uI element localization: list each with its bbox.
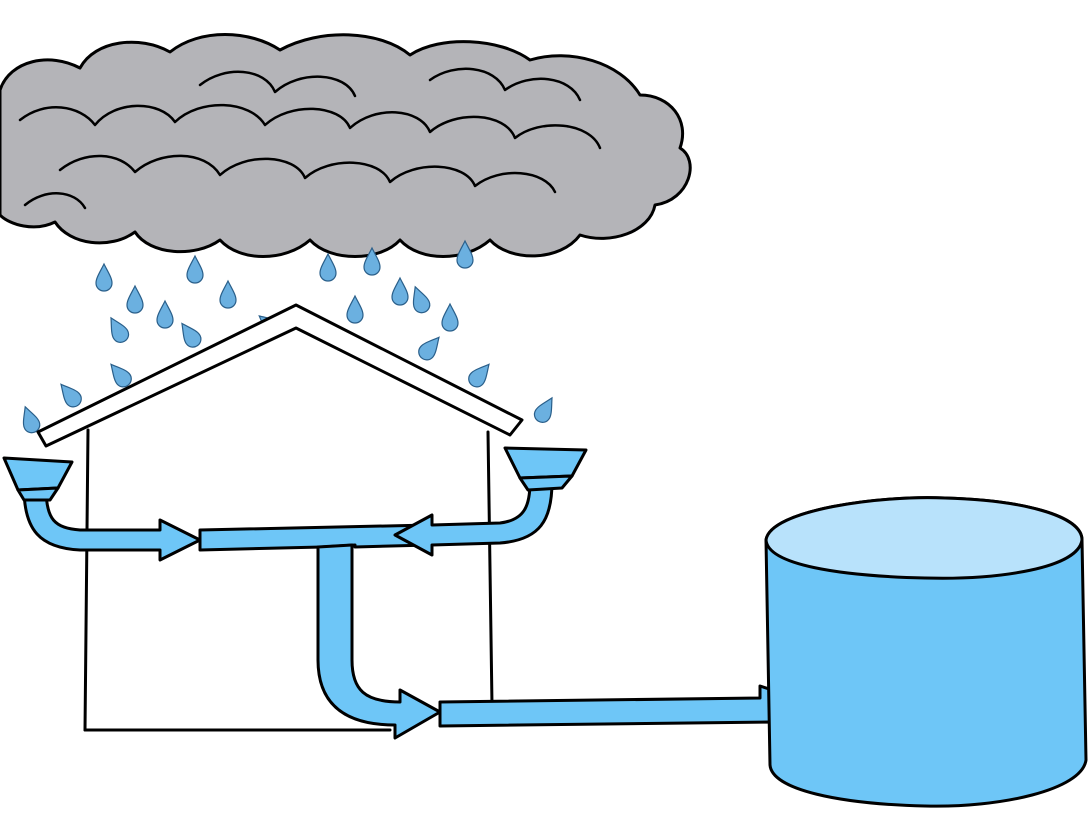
raindrop-icon — [126, 284, 144, 314]
right-funnel-spout — [518, 474, 574, 492]
left-funnel-spout — [16, 486, 60, 502]
raindrop-icon — [391, 276, 409, 306]
down-pipe — [316, 543, 442, 740]
cloud-scallop-lines — [18, 67, 602, 210]
gutter-funnel-icon — [503, 446, 588, 492]
left-gutter-funnel — [2, 456, 74, 492]
tank-top — [764, 496, 1084, 580]
raindrop-icon — [219, 279, 237, 309]
cloud-icon — [0, 33, 692, 258]
house-icon — [36, 303, 524, 732]
raindrop-icon — [110, 363, 132, 388]
right-gutter-funnel — [503, 446, 588, 480]
raindrop-icon — [156, 299, 174, 329]
right-downspout-pipe — [393, 480, 554, 557]
gutter-funnel-icon — [2, 456, 74, 502]
house-roof — [36, 303, 524, 448]
raindrop-icon — [95, 262, 113, 292]
raindrop-icon — [533, 396, 553, 423]
raindrop-icon — [60, 383, 82, 408]
raindrop-icon — [22, 405, 41, 434]
raindrop-icon — [186, 254, 204, 284]
pipe-network — [22, 480, 830, 742]
house-wall-left — [83, 428, 90, 732]
raindrop-icon — [110, 316, 130, 343]
cloud-body — [0, 33, 692, 258]
raindrop-icon — [181, 322, 202, 348]
raindrop-icon — [456, 239, 474, 269]
raindrop-icon — [412, 285, 431, 314]
raindrop-icon — [319, 252, 337, 282]
raindrop-icon — [418, 336, 440, 361]
raindrop-icon — [441, 302, 459, 332]
left-downspout-pipe — [22, 486, 202, 562]
raindrop-icon — [363, 246, 381, 276]
raindrop-icon — [468, 363, 490, 388]
collector-pipe — [198, 523, 432, 552]
house-wall-right — [486, 430, 494, 707]
water-tank-icon — [764, 496, 1088, 808]
raindrop-icon — [346, 294, 364, 324]
